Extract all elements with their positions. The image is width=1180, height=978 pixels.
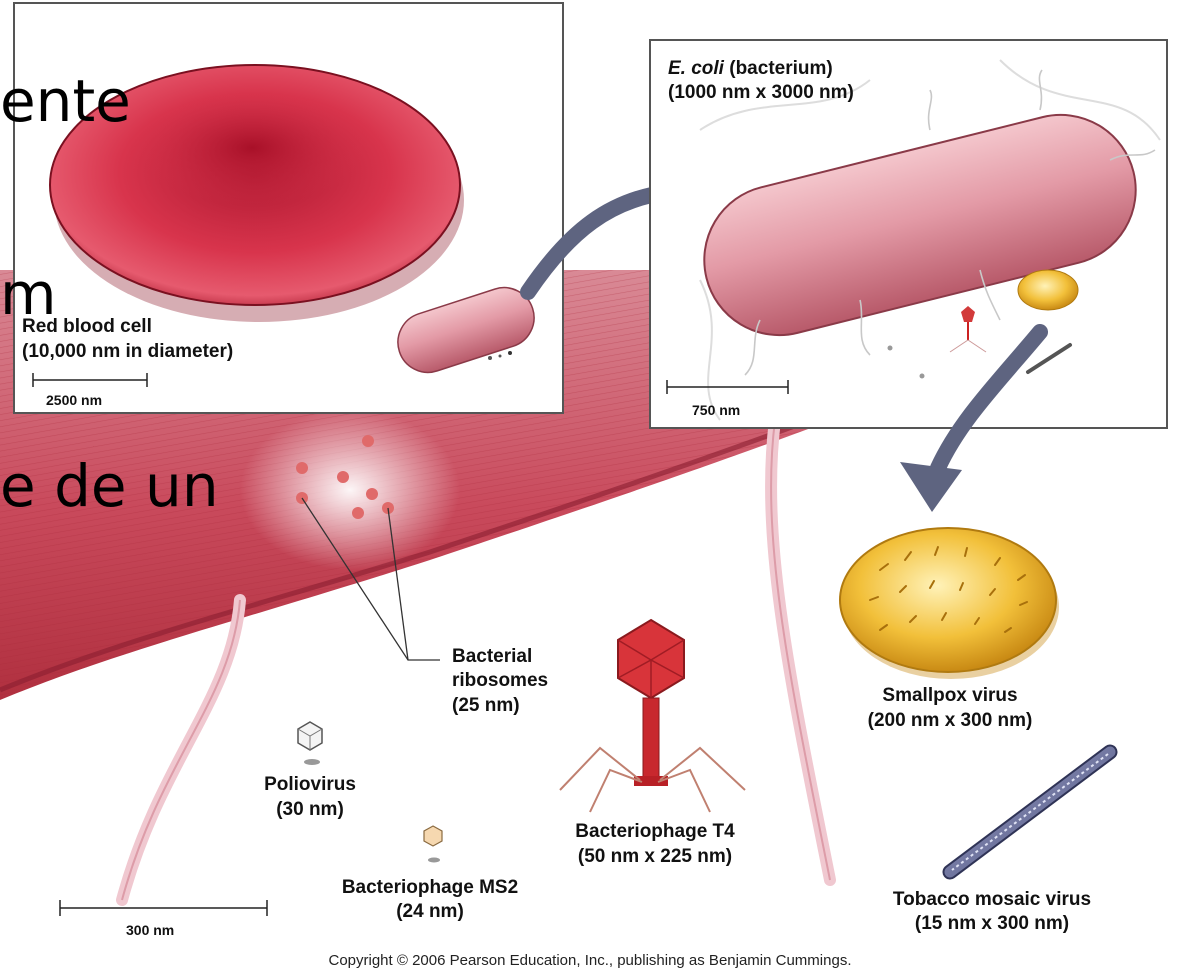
slide-text-line-1: ente <box>0 70 131 132</box>
ecoli-type: (bacterium) <box>724 58 833 79</box>
t4-label-2: (50 nm x 225 nm) <box>550 845 760 869</box>
smallpox-virus <box>840 528 1059 679</box>
rbc-dimple <box>140 90 364 206</box>
copyright-notice: Copyright © 2006 Pearson Education, Inc.… <box>0 952 1180 969</box>
t4-label-1: Bacteriophage T4 <box>550 820 760 844</box>
tobacco-mosaic-virus <box>950 752 1110 872</box>
smallpox-label-1: Smallpox virus <box>840 684 1060 708</box>
poliovirus <box>298 722 322 765</box>
ecoli-size-label: (1000 nm x 3000 nm) <box>668 81 854 105</box>
ribosomes-label-2: ribosomes <box>452 669 548 693</box>
bacteriophage-ms2 <box>424 826 442 863</box>
bacteriophage-t4 <box>560 620 745 812</box>
zoom-arrow-2-head <box>900 462 962 512</box>
ms2-label-2: (24 nm) <box>320 900 540 924</box>
main-scale-bar <box>60 900 267 916</box>
slide-text-line-3: e de un <box>0 455 219 517</box>
flagellum-right <box>771 420 830 880</box>
ecoli-name-label: E. coli (bacterium) <box>668 57 833 81</box>
tmv-label-1: Tobacco mosaic virus <box>872 888 1112 912</box>
poliovirus-label-1: Poliovirus <box>230 773 390 797</box>
smallpox-label-2: (200 nm x 300 nm) <box>840 709 1060 733</box>
ecoli-scale-label: 750 nm <box>692 398 740 422</box>
ribosomes-label-3: (25 nm) <box>452 694 520 718</box>
ms2-label-1: Bacteriophage MS2 <box>320 876 540 900</box>
poliovirus-label-2: (30 nm) <box>230 798 390 822</box>
rbc-name-label: Red blood cell <box>22 315 152 339</box>
tmv-label-2: (15 nm x 300 nm) <box>872 912 1112 936</box>
rbc-size-label: (10,000 nm in diameter) <box>22 340 233 364</box>
main-scale-label: 300 nm <box>126 918 174 942</box>
rbc-scale-label: 2500 nm <box>46 388 102 412</box>
ecoli-species: E. coli <box>668 58 724 79</box>
ribosomes-label-1: Bacterial <box>452 645 532 669</box>
ribosome-glow <box>240 410 460 570</box>
